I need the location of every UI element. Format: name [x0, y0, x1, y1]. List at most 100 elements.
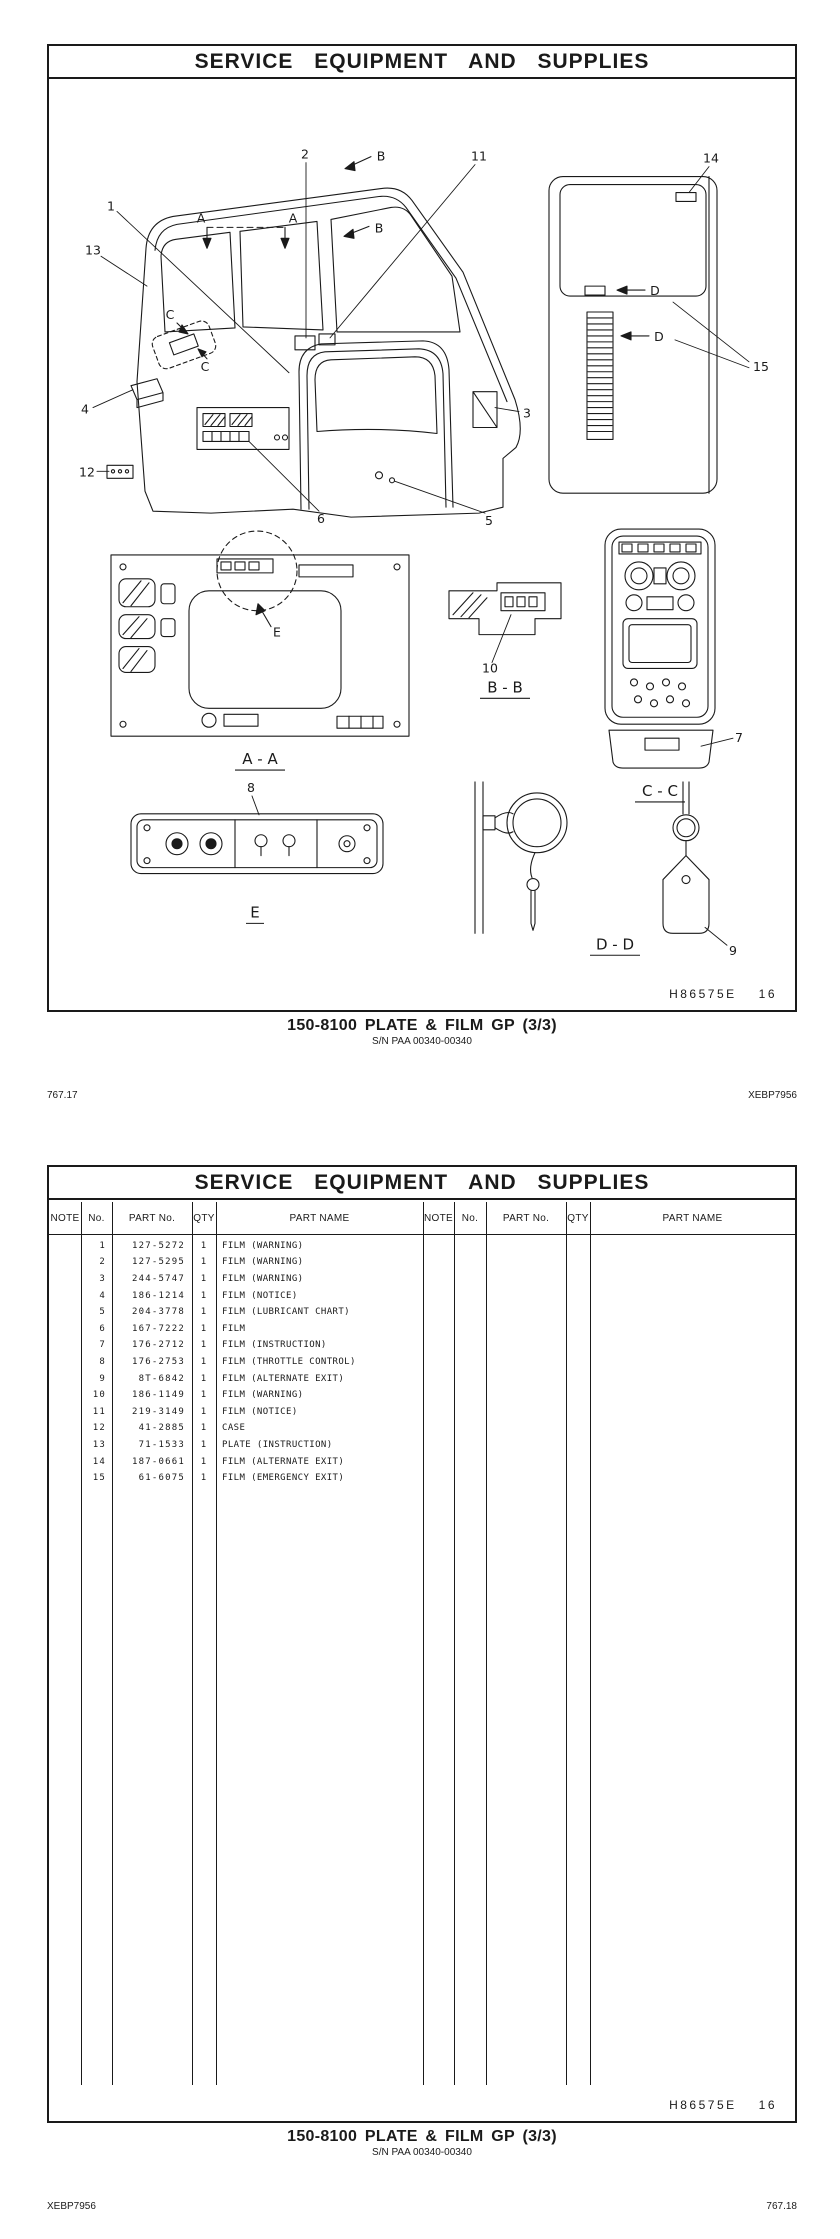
- section-c-c-drawing: [604, 528, 716, 769]
- warning-tag-drawing: [662, 781, 710, 934]
- page2-caption: 150-8100 PLATE & FILM GP (3/3) S/N PAA 0…: [47, 2128, 797, 2158]
- section-arrows-b: [343, 156, 372, 239]
- cell-part-name: FILM (LUBRICANT CHART): [222, 1307, 351, 1318]
- part-row-6: 6 167-7222 1 FILM: [49, 1321, 423, 1338]
- parts-table: NOTE No. PART No. QTY PART NAME NOTE No.…: [49, 1202, 795, 2085]
- callout-8: 8: [247, 780, 255, 795]
- cell-qty: 1: [200, 1340, 208, 1351]
- page2-header-title: SERVICE EQUIPMENT AND SUPPLIES: [49, 1167, 795, 1200]
- cell-qty: 1: [200, 1273, 208, 1284]
- page1-plate-ref-number: 16: [758, 987, 777, 1001]
- cab-rear-view-drawing: [548, 176, 718, 494]
- callout-1: 1: [107, 198, 115, 213]
- cell-part-no: 8T-6842: [138, 1373, 185, 1384]
- col-header-no-2: No.: [461, 1212, 479, 1224]
- callout-13: 13: [85, 242, 101, 257]
- cell-item-no: 9: [99, 1373, 106, 1384]
- table-divider: [216, 1202, 217, 2085]
- cell-item-no: 4: [99, 1290, 106, 1301]
- callout-15: 15: [753, 359, 769, 374]
- cell-item-no: 3: [99, 1273, 106, 1284]
- cell-item-no: 6: [99, 1323, 106, 1334]
- cell-qty: 1: [200, 1356, 208, 1367]
- label-underlines: [235, 697, 685, 956]
- view-letter-a-2: A: [289, 210, 298, 225]
- cell-qty: 1: [200, 1390, 208, 1401]
- callout-3: 3: [523, 406, 531, 421]
- cell-item-no: 7: [99, 1340, 106, 1351]
- detail-arrows-c: [176, 322, 208, 360]
- view-letter-c-1: C: [166, 307, 175, 322]
- table-header-rule: [49, 1234, 795, 1235]
- cell-part-no: 176-2753: [132, 1356, 185, 1367]
- callout-9: 9: [729, 943, 737, 958]
- cell-part-name: FILM (EMERGENCY EXIT): [222, 1473, 345, 1484]
- table-divider: [486, 1202, 487, 2085]
- callout-12: 12: [79, 464, 95, 479]
- page2-caption-serial: S/N PAA 00340-00340: [372, 2147, 472, 2158]
- cell-part-name: FILM (WARNING): [222, 1273, 304, 1284]
- cell-qty: 1: [200, 1290, 208, 1301]
- callout-4: 4: [81, 402, 89, 417]
- view-letter-e: E: [273, 625, 281, 640]
- cell-qty: 1: [200, 1473, 208, 1484]
- cell-qty: 1: [200, 1307, 208, 1318]
- section-d-d-drawing: [474, 781, 568, 934]
- section-label-bb: B - B: [487, 678, 522, 696]
- cell-part-name: FILM: [222, 1323, 246, 1334]
- table-divider: [81, 1202, 82, 2085]
- cell-part-no: 127-5272: [132, 1240, 185, 1251]
- callout-2: 2: [301, 147, 309, 162]
- callout-11: 11: [471, 149, 487, 164]
- col-header-no-1: No.: [88, 1212, 105, 1224]
- part-row-3: 3 244-5747 1 FILM (WARNING): [49, 1271, 423, 1288]
- cell-qty: 1: [200, 1423, 208, 1434]
- cell-item-no: 12: [92, 1423, 106, 1434]
- page1-plate-ref-code: H86575E: [669, 987, 737, 1001]
- diagram-text: 1 2 3 4 5 6 7 8 9 10 11 12 13 14 15 A A: [79, 147, 769, 959]
- col-header-partno-1: PART No.: [128, 1212, 176, 1224]
- cell-qty: 1: [200, 1323, 208, 1334]
- cell-item-no: 2: [99, 1257, 106, 1268]
- cell-qty: 1: [200, 1257, 208, 1268]
- cell-part-no: 167-7222: [132, 1323, 185, 1334]
- view-letter-d-1: D: [650, 283, 660, 298]
- cell-qty: 1: [200, 1240, 208, 1251]
- cell-qty: 1: [200, 1406, 208, 1417]
- cell-item-no: 14: [92, 1456, 106, 1467]
- callout-7: 7: [735, 730, 743, 745]
- cell-item-no: 13: [92, 1439, 106, 1450]
- cell-qty: 1: [200, 1456, 208, 1467]
- section-label-cc: C - C: [642, 782, 678, 800]
- page1-footer-right: XEBP7956: [748, 1090, 797, 1101]
- cell-part-name: FILM (ALTERNATE EXIT): [222, 1456, 345, 1467]
- col-header-partno-2: PART No.: [502, 1212, 550, 1224]
- cell-part-no: 204-3778: [132, 1307, 185, 1318]
- cell-item-no: 1: [99, 1240, 106, 1251]
- section-b-b-drawing: [448, 582, 562, 636]
- page2-footer-right: 767.18: [766, 2201, 797, 2212]
- cab-side-view-drawing: [106, 187, 521, 518]
- view-letter-b-1: B: [377, 149, 386, 164]
- cell-part-no: 244-5747: [132, 1273, 185, 1284]
- cell-qty: 1: [200, 1439, 208, 1450]
- page2-caption-title: 150-8100 PLATE & FILM GP (3/3): [287, 2128, 557, 2145]
- col-header-note-1: NOTE: [50, 1212, 80, 1224]
- cell-item-no: 11: [92, 1406, 106, 1417]
- table-divider: [423, 1202, 424, 2085]
- view-letter-b-2: B: [375, 220, 384, 235]
- cell-part-no: 71-1533: [138, 1439, 185, 1450]
- cell-part-name: FILM (WARNING): [222, 1390, 304, 1401]
- view-e-drawing: [130, 813, 384, 875]
- section-a-a-drawing: [110, 530, 410, 737]
